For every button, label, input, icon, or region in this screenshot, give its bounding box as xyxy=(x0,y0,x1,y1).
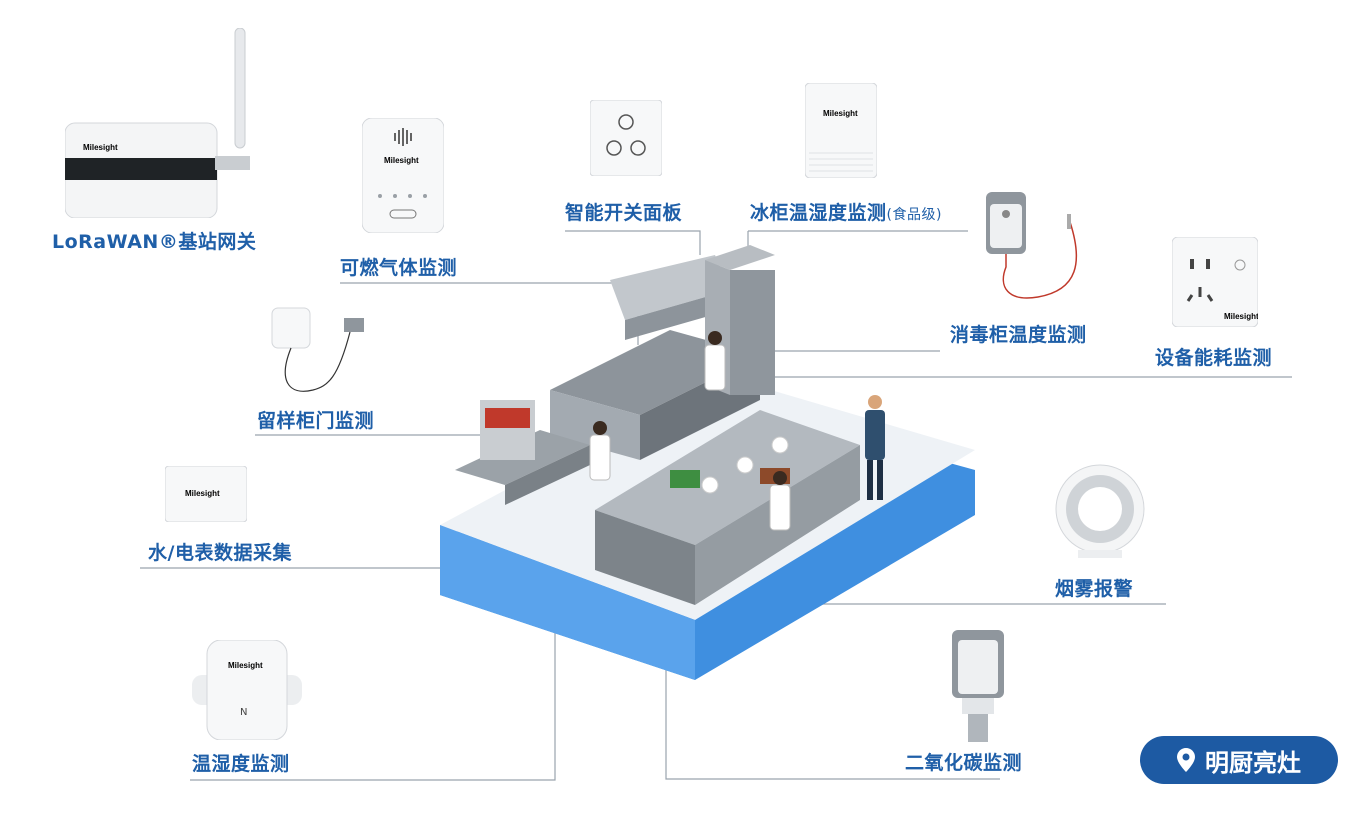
gateway-brand: Milesight xyxy=(83,143,118,152)
label-energy: 设备能耗监测 xyxy=(1155,347,1273,369)
svg-text:Milesight: Milesight xyxy=(384,156,419,165)
label-disinfect: 消毒柜温度监测 xyxy=(950,324,1087,346)
line-co2 xyxy=(665,640,1000,780)
co2-sensor-device xyxy=(952,630,1004,742)
fridge-sensor-device: Milesight xyxy=(805,83,877,178)
badge-text: 明厨亮灶 xyxy=(1205,748,1301,777)
svg-text:N: N xyxy=(240,707,247,718)
kitchen-illustration xyxy=(440,245,975,680)
label-fridge: 冰柜温湿度监测(食品级) xyxy=(750,202,942,224)
label-fridge-note: (食品级) xyxy=(886,207,942,223)
label-co2: 二氧化碳监测 xyxy=(905,752,1023,774)
gateway-device: Milesight xyxy=(65,28,250,218)
smoke-detector-device xyxy=(1055,464,1145,558)
svg-text:Milesight: Milesight xyxy=(228,661,263,670)
svg-text:Milesight: Milesight xyxy=(1224,312,1258,321)
label-smoke: 烟雾报警 xyxy=(1055,578,1134,600)
location-pin-icon xyxy=(1177,748,1195,772)
smart-socket-device: Milesight xyxy=(1172,237,1258,327)
badge-open-kitchen: 明厨亮灶 xyxy=(1140,736,1338,784)
th-sensor-device: Milesight N xyxy=(192,640,302,740)
label-sample-door: 留样柜门监测 xyxy=(257,410,375,432)
svg-text:Milesight: Milesight xyxy=(185,489,220,498)
label-meter: 水/电表数据采集 xyxy=(148,542,292,564)
label-gas: 可燃气体监测 xyxy=(340,257,458,279)
svg-text:Milesight: Milesight xyxy=(823,109,858,118)
label-temp-humidity: 温湿度监测 xyxy=(192,753,290,775)
gas-detector-device: Milesight xyxy=(362,118,444,233)
label-switch-panel: 智能开关面板 xyxy=(565,202,683,224)
disinfect-sensor-device xyxy=(986,192,1078,299)
line-switch xyxy=(565,230,701,255)
door-sensor-device xyxy=(271,307,364,392)
smart-switch-device xyxy=(590,100,662,176)
meter-collector-device: Milesight xyxy=(165,466,247,522)
label-gateway: LoRaWAN®基站网关 xyxy=(52,231,257,253)
